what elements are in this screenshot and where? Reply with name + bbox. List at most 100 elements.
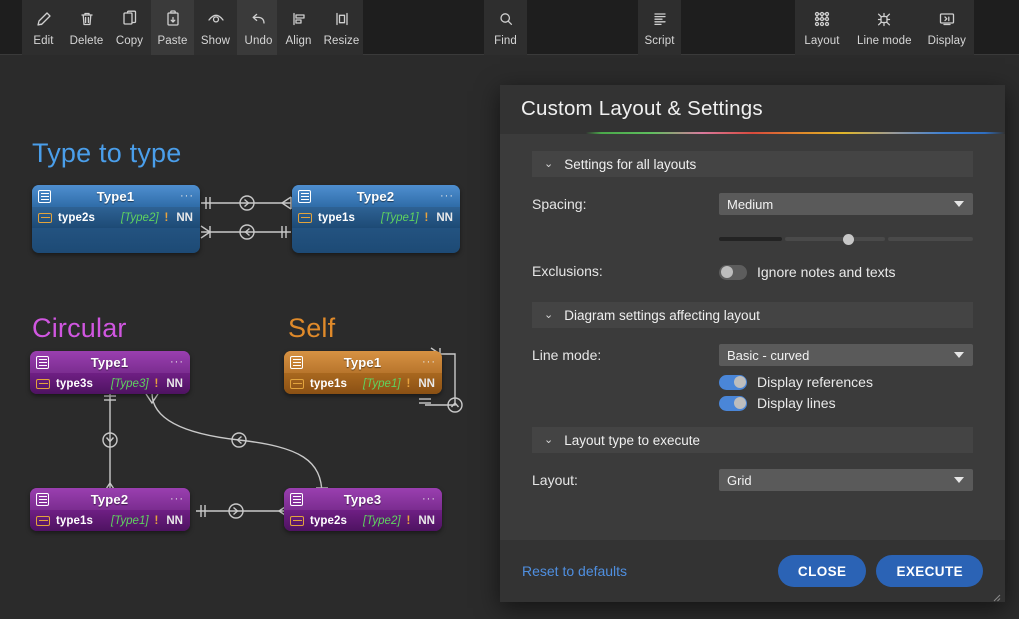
entity-node[interactable]: Type2 ··· type1s [Type1] ! NN <box>30 488 190 531</box>
entity-node[interactable]: Type3 ··· type2s [Type2] ! NN <box>284 488 442 531</box>
section-header-layout-type[interactable]: ⌄ Layout type to execute <box>532 427 973 453</box>
line-mode-label: Line mode <box>857 35 912 47</box>
display-lines-toggle[interactable] <box>719 396 747 411</box>
dialog-title: Custom Layout & Settings <box>521 97 763 121</box>
custom-layout-settings-dialog[interactable]: Custom Layout & Settings ⌄ Settings for … <box>500 85 1005 602</box>
undo-button[interactable]: Undo <box>237 0 280 55</box>
field-type: [Type2] <box>363 515 401 527</box>
foreign-key-icon <box>290 379 304 389</box>
entity-field-row[interactable]: type1s [Type1] ! NN <box>30 510 190 531</box>
chevron-down-icon <box>954 477 964 483</box>
entity-menu-icon[interactable]: ··· <box>180 193 194 199</box>
entity-fields: type3s [Type3] ! NN <box>30 373 190 394</box>
foreign-key-icon <box>298 213 312 223</box>
field-type: [Type3] <box>111 378 149 390</box>
edit-button[interactable]: Edit <box>22 0 65 55</box>
field-name: type2s <box>58 212 95 224</box>
resize-grip[interactable] <box>991 589 1001 599</box>
spacing-label: Spacing: <box>532 196 719 212</box>
field-name: type2s <box>310 515 347 527</box>
line-mode-value: Basic - curved <box>727 348 809 363</box>
copy-button[interactable]: Copy <box>108 0 151 55</box>
undo-arrow-icon <box>249 7 269 31</box>
entity-node[interactable]: Type1 ··· type1s [Type1] ! NN <box>284 351 442 394</box>
entity-fields: type2s [Type2] ! NN <box>284 510 442 531</box>
resize-button[interactable]: Resize <box>320 0 363 55</box>
foreign-key-icon <box>36 379 50 389</box>
display-label: Display <box>928 35 966 47</box>
delete-button[interactable]: Delete <box>65 0 108 55</box>
align-button[interactable]: Align <box>277 0 320 55</box>
entity-menu-icon[interactable]: ··· <box>170 359 184 365</box>
field-name: type3s <box>56 378 93 390</box>
entity-node[interactable]: Type1 ··· type2s [Type2] ! NN <box>32 185 200 253</box>
close-button[interactable]: CLOSE <box>778 555 867 587</box>
line-mode-button[interactable]: Line mode <box>849 0 920 55</box>
script-button[interactable]: Script <box>638 0 681 55</box>
layout-grid-icon <box>812 7 832 31</box>
paste-button[interactable]: Paste <box>151 0 194 55</box>
dialog-body: ⌄ Settings for all layouts Spacing: Medi… <box>500 134 1005 540</box>
entity-menu-icon[interactable]: ··· <box>422 359 436 365</box>
section-label: Layout type to execute <box>564 433 700 448</box>
entity-header[interactable]: Type2 ··· <box>30 488 190 510</box>
layout-value: Grid <box>727 473 752 488</box>
entity-node[interactable]: Type1 ··· type3s [Type3] ! NN <box>30 351 190 394</box>
entity-header[interactable]: Type1 ··· <box>32 185 200 207</box>
ignore-notes-label: Ignore notes and texts <box>757 264 896 280</box>
entity-header[interactable]: Type3 ··· <box>284 488 442 510</box>
spacing-value: Medium <box>727 197 773 212</box>
layout-select[interactable]: Grid <box>719 469 973 491</box>
field-notnull-badge: NN <box>418 378 435 390</box>
section-header-settings-for-all-layouts[interactable]: ⌄ Settings for all layouts <box>532 151 973 177</box>
field-notnull-badge: NN <box>166 378 183 390</box>
entity-header[interactable]: Type1 ··· <box>284 351 442 373</box>
line-mode-field-row: Line mode: Basic - curved <box>532 344 973 366</box>
toolbar-group-arrange: Align Resize <box>277 0 363 55</box>
entity-field-row[interactable]: type2s [Type2] ! NN <box>32 207 200 228</box>
display-button[interactable]: Display <box>920 0 974 55</box>
display-monitor-icon <box>937 7 957 31</box>
copy-icon <box>120 7 140 31</box>
entity-menu-icon[interactable]: ··· <box>440 193 454 199</box>
find-button[interactable]: Find <box>484 0 527 55</box>
spacing-slider[interactable] <box>719 233 973 245</box>
entity-node[interactable]: Type2 ··· type1s [Type1] ! NN <box>292 185 460 253</box>
field-notnull-badge: NN <box>418 515 435 527</box>
section-header-diagram-settings[interactable]: ⌄ Diagram settings affecting layout <box>532 302 973 328</box>
toolbar-group-view: Layout Line mode Display <box>795 0 974 55</box>
entity-field-row[interactable]: type2s [Type2] ! NN <box>284 510 442 531</box>
field-name: type1s <box>56 515 93 527</box>
reset-to-defaults-link[interactable]: Reset to defaults <box>522 563 627 579</box>
entity-field-row[interactable]: type3s [Type3] ! NN <box>30 373 190 394</box>
display-references-toggle[interactable] <box>719 375 747 390</box>
slider-track-segment <box>785 237 885 241</box>
field-required-icon: ! <box>155 378 159 390</box>
layout-button[interactable]: Layout <box>795 0 849 55</box>
layout-label: Layout: <box>532 472 719 488</box>
entity-menu-icon[interactable]: ··· <box>170 496 184 502</box>
spacing-select[interactable]: Medium <box>719 193 973 215</box>
foreign-key-icon <box>290 516 304 526</box>
entity-header[interactable]: Type1 ··· <box>30 351 190 373</box>
table-icon <box>290 356 303 369</box>
entity-menu-icon[interactable]: ··· <box>422 496 436 502</box>
line-mode-select[interactable]: Basic - curved <box>719 344 973 366</box>
execute-button[interactable]: EXECUTE <box>876 555 983 587</box>
script-label: Script <box>645 35 675 47</box>
line-mode-label: Line mode: <box>532 347 719 363</box>
display-lines-label: Display lines <box>757 395 836 411</box>
slider-knob[interactable] <box>843 234 854 245</box>
entity-field-row[interactable]: type1s [Type1] ! NN <box>292 207 460 228</box>
chevron-down-icon: ⌄ <box>544 159 553 170</box>
section-label: Settings for all layouts <box>564 157 696 172</box>
show-button[interactable]: Show <box>194 0 237 55</box>
toggle-knob <box>734 397 746 409</box>
toolbar-group-find: Find <box>484 0 527 55</box>
entity-header[interactable]: Type2 ··· <box>292 185 460 207</box>
toggle-knob <box>734 376 746 388</box>
undo-label: Undo <box>245 35 273 47</box>
entity-field-row[interactable]: type1s [Type1] ! NN <box>284 373 442 394</box>
ignore-notes-toggle[interactable] <box>719 265 747 280</box>
